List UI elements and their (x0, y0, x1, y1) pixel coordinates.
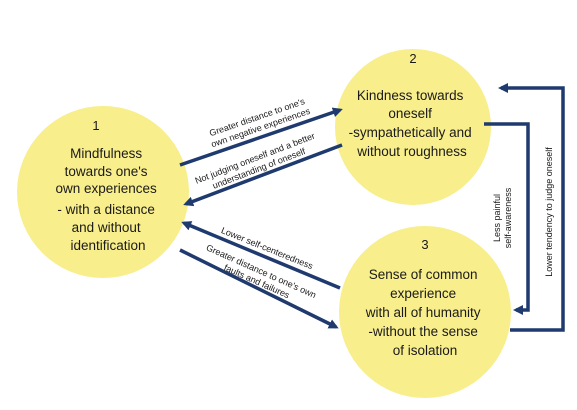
node-3-line: experience (390, 286, 456, 301)
arrow-1-to-2 (179, 107, 343, 167)
arrow-1-to-3 (179, 248, 339, 329)
arrow-3-to-1 (181, 221, 341, 290)
arrow-label-line: Less painful (492, 194, 502, 242)
node-3-line: with all of humanity (365, 305, 481, 320)
node-1-line: own experiences (55, 181, 157, 196)
node-3-number: 3 (421, 237, 428, 252)
arrow-3-to-2 (498, 83, 565, 332)
node-2-line: oneself (388, 106, 432, 121)
node-1-label: Mindfulness towards one's own experience… (55, 146, 160, 253)
arrow-label-line: Lower tendency to judge oneself (544, 147, 554, 277)
node-3-line: Sense of common (369, 267, 478, 282)
node-1-number: 1 (92, 118, 99, 133)
node-3-line: -without the sense (368, 324, 478, 339)
node-3-line: of isolation (393, 343, 458, 358)
node-2-line: -sympathetically and (349, 125, 472, 140)
arrow-label-3-to-2: Lower tendency to judge oneself (544, 147, 554, 277)
node-2-line: without roughness (356, 144, 467, 159)
arrow-label-line: self-awareness (503, 187, 513, 248)
node-1-line: identification (70, 238, 145, 253)
node-1-line: towards one's (65, 164, 148, 179)
node-1-circle (17, 106, 189, 278)
node-1-line: and without (72, 220, 141, 235)
node-3-circle (339, 226, 511, 398)
arrow-2-to-1 (183, 143, 343, 207)
arrow-2-to-3 (484, 122, 530, 315)
node-1-line: Mindfulness (70, 146, 142, 161)
arrow-label-2-to-3: Less painful self-awareness (492, 187, 513, 248)
node-2-number: 2 (409, 51, 416, 66)
node-2-circle (335, 49, 491, 205)
node-2-line: Kindness towards (357, 88, 464, 103)
node-3-label: Sense of common experience with all of h… (365, 267, 485, 358)
node-1-line: - with a distance (57, 202, 155, 217)
node-2-label: Kindness towards oneself -sympatheticall… (349, 88, 476, 159)
